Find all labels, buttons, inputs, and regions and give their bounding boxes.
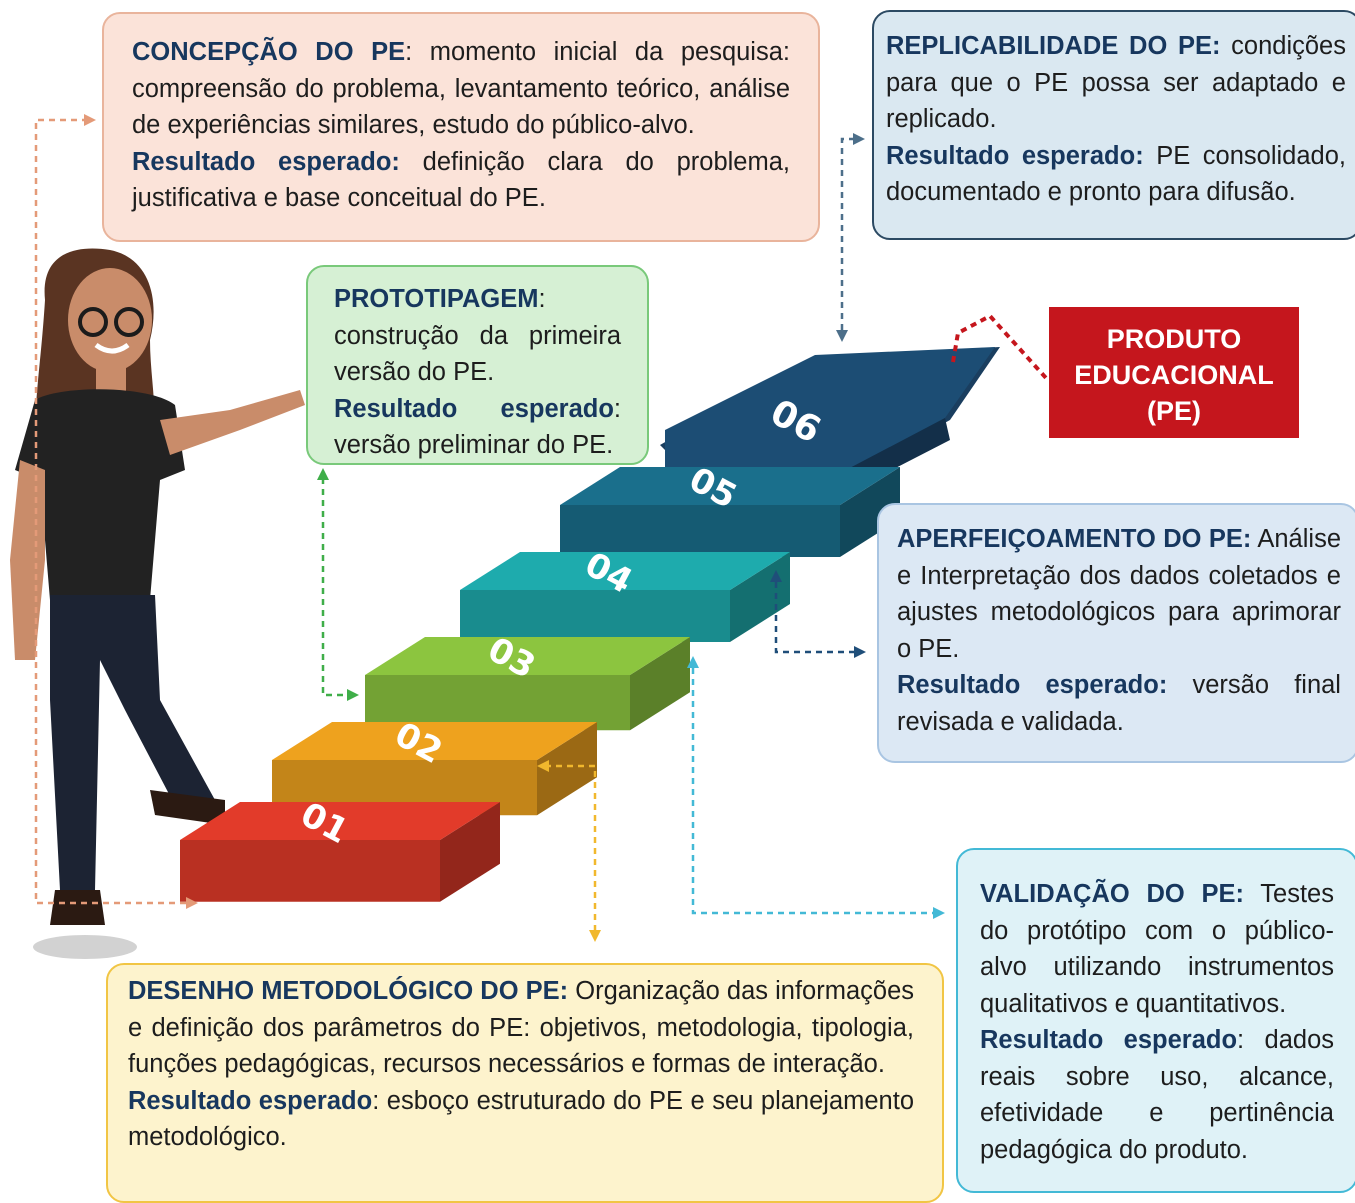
arrowhead-replicabilidade-right xyxy=(853,133,865,145)
aperfeicoamento-title: APERFEIÇOAMENTO DO PE: xyxy=(897,525,1252,553)
arrowhead-desenho-down xyxy=(589,930,601,942)
step-01: 01 xyxy=(180,795,500,902)
product-line-2: EDUCACIONAL xyxy=(1074,360,1274,390)
validacao-result-text: : dados reais sobre uso, alcance, efetiv… xyxy=(980,1026,1334,1164)
step-04: 04 xyxy=(460,545,790,642)
arrowhead-validacao-right xyxy=(933,907,945,919)
desenho-box: DESENHO METODOLÓGICO DO PE: Organização … xyxy=(106,963,944,1203)
replicabilidade-title: REPLICABILIDADE DO PE: xyxy=(886,32,1221,60)
aperfeicoamento-result-text: versão final revisada e validada. xyxy=(897,671,1341,736)
validacao-result-label: Resultado esperado xyxy=(980,1026,1238,1054)
arrowhead-aperfeicoamento-right xyxy=(854,646,866,658)
aperfeicoamento-box: APERFEIÇOAMENTO DO PE: Análise e Interpr… xyxy=(877,503,1355,763)
prototipagem-text: : construção da primeira versão do PE. xyxy=(334,285,621,386)
arrowhead-concepcao xyxy=(84,114,96,126)
connector-desenho xyxy=(545,764,597,932)
step-05: 05 xyxy=(560,460,900,557)
arrowhead-prototipagem-right xyxy=(347,689,359,701)
replicabilidade-text: condições para que o PE possa ser adapta… xyxy=(886,32,1346,133)
connector-concepcao xyxy=(34,118,190,905)
arrowhead-concepcao-bottom xyxy=(186,897,198,909)
arrowhead-prototipagem-up xyxy=(317,468,329,480)
arrowhead-aperfeicoamento-up xyxy=(770,570,782,582)
validacao-title: VALIDAÇÃO DO PE: xyxy=(980,880,1244,908)
concepcao-text: : momento inicial da pesquisa: compreens… xyxy=(132,38,790,139)
aperfeicoamento-result-label: Resultado esperado: xyxy=(897,671,1168,699)
woman-illustration xyxy=(10,248,305,959)
replicabilidade-result-text: PE consolidado, documentado e pronto par… xyxy=(886,141,1346,207)
concepcao-result-text: definição clara do problema, justificati… xyxy=(132,147,790,213)
validacao-box: VALIDAÇÃO DO PE: Testes do protótipo com… xyxy=(956,848,1355,1193)
prototipagem-result-label: Resultado esperado xyxy=(334,394,614,423)
arrowhead-validacao-up xyxy=(687,656,699,668)
desenho-result-label: Resultado esperado xyxy=(128,1086,373,1115)
connector-prototipagem xyxy=(321,478,350,697)
step-02: 02 xyxy=(272,715,597,816)
product-line-1: PRODUTO xyxy=(1106,324,1242,354)
concepcao-title: CONCEPÇÃO DO PE xyxy=(132,38,406,66)
arrowhead-desenho-left xyxy=(537,760,549,772)
aperfeicoamento-text: Análise e Interpretação dos dados coleta… xyxy=(897,525,1342,663)
connector-product xyxy=(951,313,1048,380)
connector-validacao xyxy=(691,668,935,915)
desenho-text: Organização das informações e definição … xyxy=(128,977,914,1078)
prototipagem-box: PROTOTIPAGEM: construção da primeira ver… xyxy=(306,265,649,465)
product-line-3: (PE) xyxy=(1147,396,1201,426)
validacao-text: Testes do protótipo com o público-alvo u… xyxy=(980,880,1334,1018)
replicabilidade-result-label: Resultado esperado: xyxy=(886,141,1144,170)
step-03: 03 xyxy=(365,630,690,731)
prototipagem-title: PROTOTIPAGEM xyxy=(334,285,539,313)
concepcao-result-label: Resultado esperado: xyxy=(132,147,400,176)
arrowhead-replicabilidade-down xyxy=(836,330,848,342)
replicabilidade-box: REPLICABILIDADE DO PE: condições para qu… xyxy=(872,10,1355,240)
connector-aperfeicoamento xyxy=(774,582,855,654)
desenho-result-text: : esboço estruturado do PE e seu planeja… xyxy=(128,1086,915,1152)
product-box: PRODUTO EDUCACIONAL (PE) xyxy=(1049,307,1299,438)
concepcao-box: CONCEPÇÃO DO PE: momento inicial da pesq… xyxy=(102,12,820,242)
prototipagem-result-text: : versão preliminar do PE. xyxy=(334,394,621,460)
desenho-title: DESENHO METODOLÓGICO DO PE: xyxy=(128,977,569,1005)
connector-replicabilidade xyxy=(840,137,855,330)
